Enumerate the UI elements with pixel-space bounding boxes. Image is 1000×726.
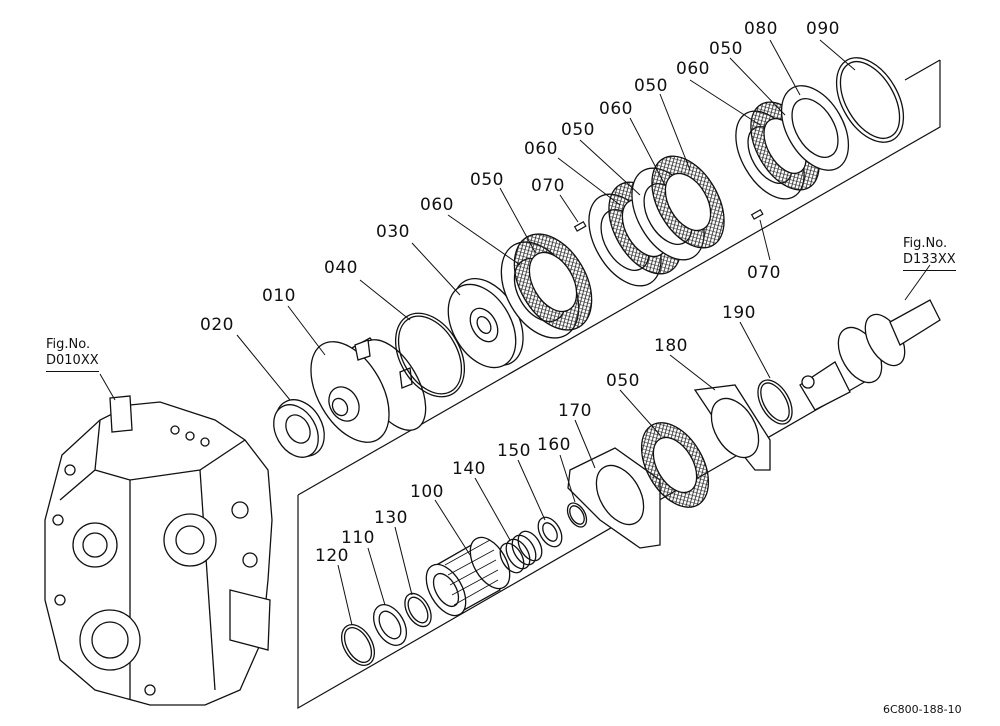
part-100-hub <box>425 536 511 617</box>
part-170-plate <box>567 447 661 549</box>
part-090-snap-ring <box>835 57 905 143</box>
part-070-pin-2 <box>750 208 764 220</box>
part-050-friction-disc <box>513 233 593 331</box>
label-100: 100 <box>410 482 444 502</box>
part-110-washer <box>372 604 408 646</box>
label-110: 110 <box>341 528 375 548</box>
label-060-4: 060 <box>676 59 710 79</box>
fig-ref-left-code: D010XX <box>46 353 99 372</box>
part-080-end-plate <box>780 85 850 171</box>
label-050-2: 050 <box>561 120 595 140</box>
label-040: 040 <box>324 258 358 278</box>
part-070-pin <box>573 220 587 232</box>
part-050-friction-disc-5 <box>640 422 710 508</box>
label-070: 070 <box>531 176 565 196</box>
label-150: 150 <box>497 441 531 461</box>
label-090: 090 <box>806 19 840 39</box>
label-050-4: 050 <box>709 39 743 59</box>
part-160-snap-ring <box>566 502 588 528</box>
part-130-ring <box>404 592 432 628</box>
fig-ref-right-code: D133XX <box>903 252 956 271</box>
part-190-snap-ring <box>757 379 793 425</box>
label-120: 120 <box>315 546 349 566</box>
label-130: 130 <box>374 508 408 528</box>
label-180: 180 <box>654 336 688 356</box>
label-070-2: 070 <box>747 263 781 283</box>
label-010: 010 <box>262 286 296 306</box>
label-170: 170 <box>558 401 592 421</box>
label-140: 140 <box>452 459 486 479</box>
part-050-friction-disc-3 <box>651 155 725 249</box>
part-020-bearing <box>273 399 325 458</box>
part-180-gasket <box>693 384 771 471</box>
label-030: 030 <box>376 222 410 242</box>
label-160: 160 <box>537 435 571 455</box>
fig-ref-left-title: Fig.No. <box>46 337 91 352</box>
drawing-reference: 6C800-188-10 <box>883 703 962 716</box>
label-050-5: 050 <box>606 371 640 391</box>
label-080: 080 <box>744 19 778 39</box>
fig-ref-right: Fig.No. D133XX <box>903 236 956 271</box>
label-050-3: 050 <box>634 76 668 96</box>
label-060: 060 <box>420 195 454 215</box>
label-050: 050 <box>470 170 504 190</box>
fig-ref-left: Fig.No. D010XX <box>46 337 99 372</box>
label-190: 190 <box>722 303 756 323</box>
part-010-clutch-drum <box>310 337 427 443</box>
part-150-collar <box>537 516 563 548</box>
part-140-spring <box>499 530 543 574</box>
label-020: 020 <box>200 315 234 335</box>
fig-ref-right-title: Fig.No. <box>903 236 948 251</box>
transmission-housing <box>44 395 273 706</box>
leader-lines <box>99 39 931 626</box>
shaft-assembly <box>799 299 941 411</box>
part-120-snap-ring <box>340 624 376 666</box>
label-060-3: 060 <box>599 99 633 119</box>
part-030-piston <box>447 277 524 369</box>
upper-frame <box>297 59 941 496</box>
label-060-2: 060 <box>524 139 558 159</box>
